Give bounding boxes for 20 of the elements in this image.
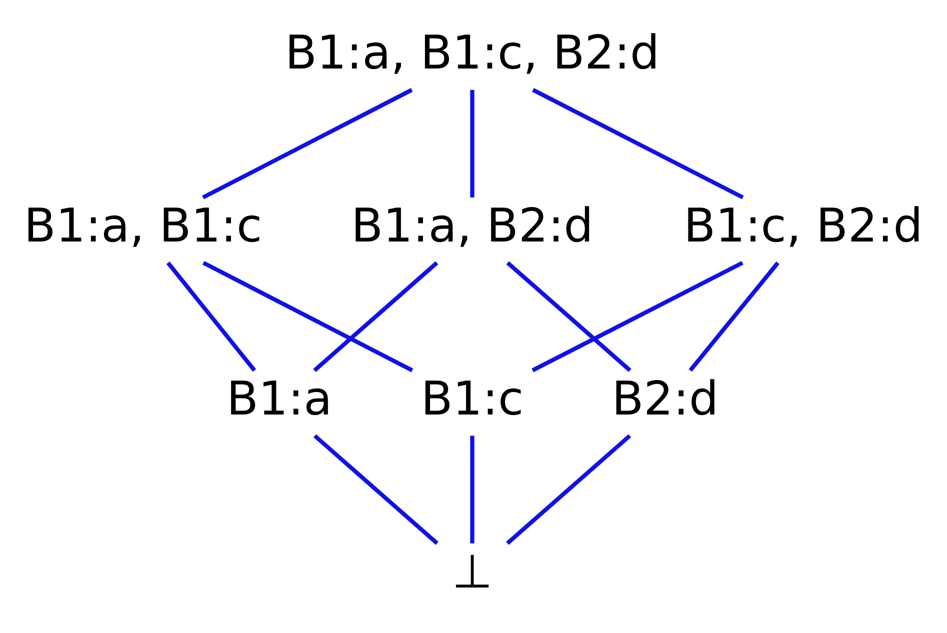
node-text: B1:a, B1:c <box>24 198 262 252</box>
connector <box>532 260 744 372</box>
connector <box>166 262 256 372</box>
connector <box>506 261 632 372</box>
connector <box>202 88 413 200</box>
connector <box>532 88 744 200</box>
connector <box>202 260 414 372</box>
node-text: B2:d <box>612 371 719 426</box>
connector <box>506 434 632 545</box>
node-text: B1:a, B1:c, B2:d <box>284 26 660 80</box>
node-text: ⊥ <box>452 544 493 598</box>
connector <box>688 262 780 372</box>
connector <box>313 261 438 372</box>
node-text: B1:c, B2:d <box>684 198 923 252</box>
node-text: B1:a <box>226 371 332 426</box>
connector <box>470 90 474 198</box>
node-text: B1:c <box>420 371 524 426</box>
node-text: B1:a, B2:d <box>351 198 594 252</box>
connector <box>313 434 438 545</box>
connector <box>470 436 474 544</box>
